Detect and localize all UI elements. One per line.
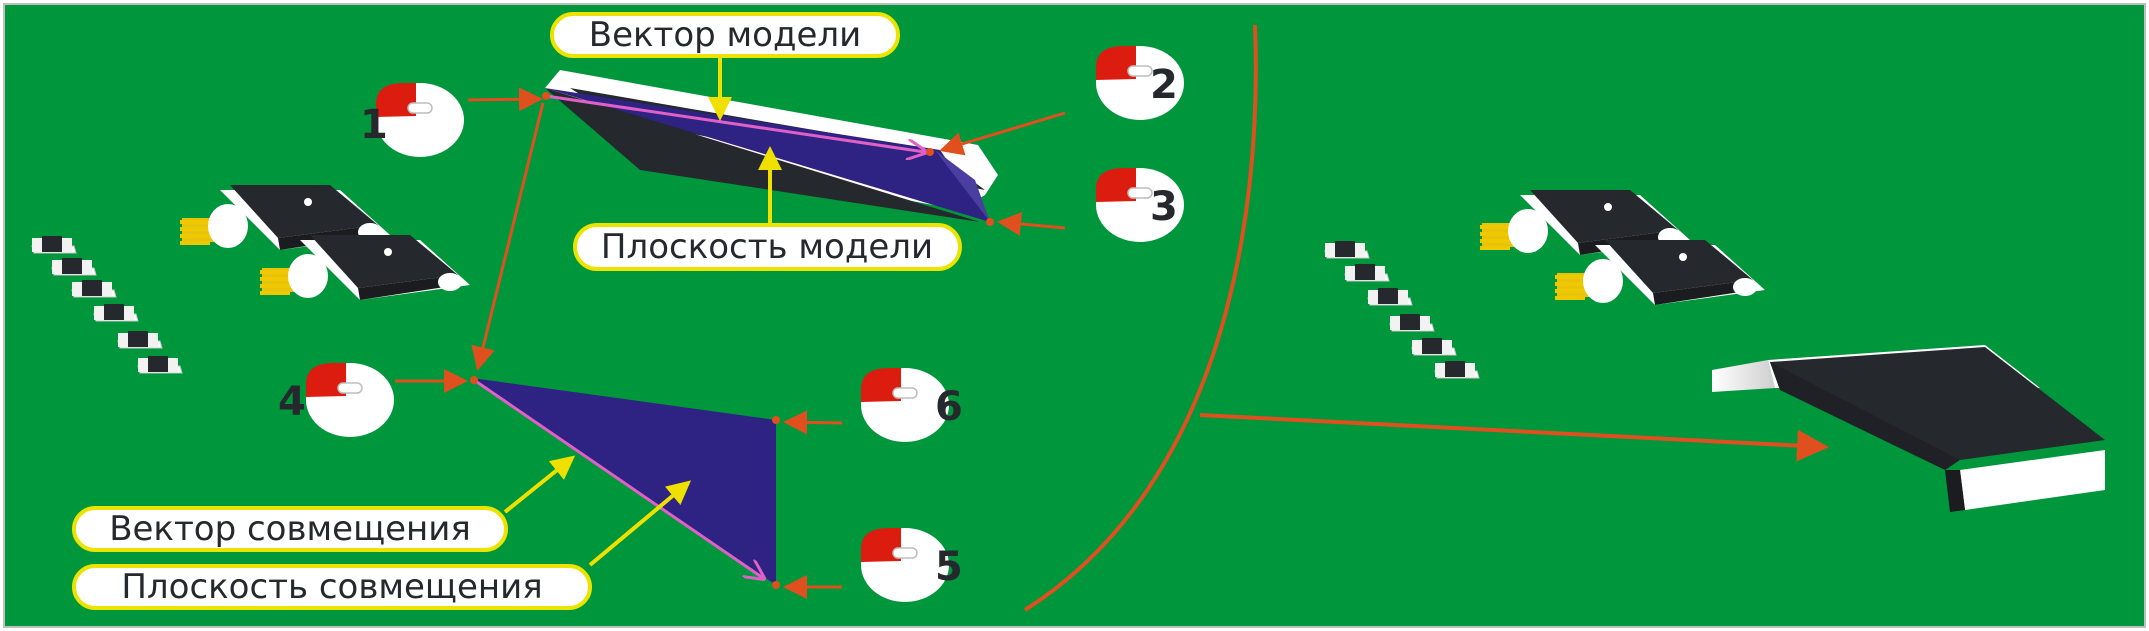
mouse-click-3: 3 — [1095, 167, 1185, 243]
mouse-click-5: 5 — [860, 527, 963, 603]
click-number-3: 3 — [1150, 184, 1178, 230]
mouse-click-2: 2 — [1095, 45, 1185, 121]
label-align-vector: Вектор совмещения — [72, 506, 508, 552]
divider-curve — [1023, 24, 1258, 612]
click-number-1: 1 — [360, 102, 388, 148]
mouse-click-6: 6 — [860, 367, 963, 443]
click-number-2: 2 — [1150, 62, 1178, 108]
click-number-4: 4 — [278, 379, 306, 425]
click-number-6: 6 — [935, 384, 963, 430]
mouse-click-4: 4 — [278, 362, 395, 438]
label-align-plane-text: Плоскость совмещения — [121, 567, 542, 607]
align-vector — [473, 378, 763, 578]
model-vector — [545, 94, 925, 152]
label-model-plane: Плоскость модели — [573, 223, 962, 271]
label-model-plane-text: Плоскость модели — [601, 227, 933, 267]
label-model-vector-text: Вектор модели — [589, 15, 861, 55]
aligned-model-component — [1712, 345, 2105, 512]
label-align-vector-text: Вектор совмещения — [109, 509, 471, 549]
label-align-plane: Плоскость совмещения — [72, 564, 592, 610]
label-model-vector: Вектор модели — [550, 12, 900, 58]
click-number-5: 5 — [935, 544, 963, 590]
result-arrow — [1199, 413, 1829, 462]
mouse-click-1: 1 — [360, 82, 465, 158]
